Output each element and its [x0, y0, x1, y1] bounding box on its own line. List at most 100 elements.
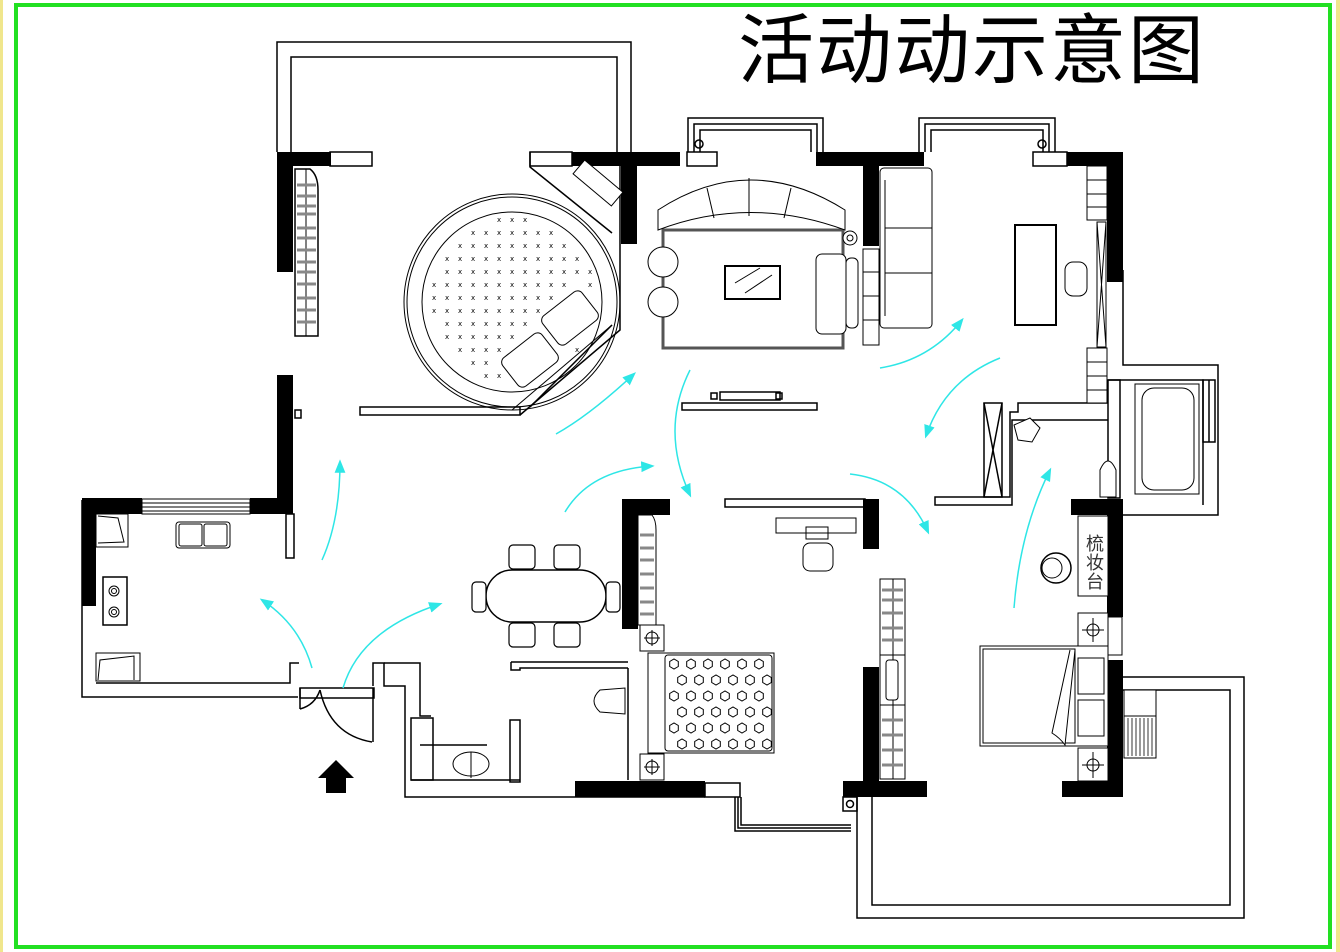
flow-arrow-master-bedroom-to-master-bathroom	[1013, 467, 1052, 609]
cushion-left	[501, 332, 559, 388]
drain-icon	[1037, 139, 1047, 149]
rug-mark: x	[575, 346, 579, 354]
dining-chair	[553, 622, 581, 648]
rug-mark: x	[497, 229, 501, 237]
burner-icon	[111, 588, 117, 594]
rug-mark: x	[536, 281, 540, 289]
rug-mark: x	[497, 294, 501, 302]
dining-chair	[471, 581, 487, 613]
pillow	[1077, 657, 1105, 695]
drain-icon	[845, 799, 855, 809]
dressing-table	[1077, 515, 1109, 597]
rug-mark: x	[471, 268, 475, 276]
bed-pattern-mark	[745, 706, 755, 718]
kitchen-sink	[175, 521, 231, 549]
tv-cabinet	[681, 402, 818, 411]
wall-segment	[843, 781, 927, 797]
edge-strip-right	[1336, 0, 1340, 952]
side-sofa-back	[845, 257, 859, 329]
bed-pattern-mark	[686, 658, 696, 670]
wall-opening-nw	[329, 151, 373, 167]
study-shelf-top	[1086, 165, 1108, 221]
rug-mark: x	[445, 255, 449, 263]
bed-pattern-mark	[677, 706, 687, 718]
sectional-sofa	[657, 179, 846, 231]
drain-icon	[694, 139, 704, 149]
bed-pattern-mark	[711, 674, 721, 686]
wardrobe-hangers	[640, 533, 654, 616]
wardrobe-second	[637, 514, 657, 626]
kitchen-fixtures	[95, 498, 251, 682]
bed-pattern-mark	[703, 722, 713, 734]
rug-mark: x	[484, 268, 488, 276]
rug-mark: x	[445, 307, 449, 315]
bay-south-outer	[734, 797, 851, 832]
rug-mark: x	[432, 281, 436, 289]
bed-pattern-mark	[686, 722, 696, 734]
tv-set	[885, 659, 899, 701]
flow-arrow-corridor-to-lounge-north	[321, 459, 346, 561]
rug-mark: x	[523, 216, 527, 224]
bed-pattern-mark	[686, 690, 696, 702]
rug-mark: x	[523, 229, 527, 237]
round-sofa	[403, 159, 624, 411]
rug-mark: x	[523, 242, 527, 250]
wall-segment	[575, 781, 705, 797]
flow-arrow-dining-to-corridor	[564, 461, 655, 513]
dressing-table-label: 梳妆台	[1083, 533, 1104, 591]
rug-mark: x	[536, 255, 540, 263]
bed-master-cover	[982, 648, 1076, 744]
rug-mark: x	[497, 320, 501, 328]
bed-pattern-mark	[669, 658, 679, 670]
rug-mark: x	[458, 268, 462, 276]
rug-mark: x	[471, 320, 475, 328]
wall-segment	[82, 498, 96, 606]
coffee-table	[724, 265, 781, 300]
rug-mark: x	[536, 294, 540, 302]
rug-mark: x	[510, 216, 514, 224]
rug-mark: x	[471, 359, 475, 367]
rug-mark: x	[510, 320, 514, 328]
guest-toilet	[593, 687, 626, 715]
rug-mark: x	[549, 294, 553, 302]
rug-mark: x	[458, 346, 462, 354]
speaker-left	[710, 392, 718, 400]
balcony-se-inner	[871, 689, 1231, 906]
balcony-se-outer	[856, 676, 1245, 919]
living-room-furniture	[647, 178, 880, 350]
small-door-swing	[299, 689, 321, 710]
rug-mark: x	[523, 255, 527, 263]
rug-mark: x	[471, 294, 475, 302]
fridge	[95, 652, 141, 682]
rug-mark: x	[523, 307, 527, 315]
bay-south-post	[704, 782, 741, 798]
lamp-icon	[842, 230, 858, 246]
wardrobe-hangers	[297, 183, 316, 324]
dining-chair	[508, 544, 536, 570]
wardrobe-hangers	[882, 588, 903, 767]
rug-mark: x	[432, 307, 436, 315]
rug-mark: x	[562, 242, 566, 250]
vanity-chair	[802, 542, 834, 572]
second-bedroom-furniture	[637, 514, 906, 781]
bed-pattern-mark	[754, 722, 764, 734]
bed-pattern-mark	[754, 658, 764, 670]
main-door-swing	[319, 689, 373, 743]
rug-mark: x	[536, 307, 540, 315]
bed-pattern-mark	[728, 706, 738, 718]
sink-bowl-right	[203, 523, 228, 547]
bed-pattern-mark	[737, 658, 747, 670]
rug-mark: x	[471, 307, 475, 315]
rug-mark: x	[458, 242, 462, 250]
flow-arrow-entrance-to-dining	[342, 602, 443, 689]
rug-mark: x	[510, 281, 514, 289]
dining-chair	[508, 622, 536, 648]
rug-mark: x	[471, 281, 475, 289]
study-bay-outer	[918, 117, 1056, 152]
bed-second-cover	[664, 654, 773, 752]
coffee-table-glass-line	[734, 267, 761, 284]
rug-mark: x	[484, 320, 488, 328]
living-bay-mid	[693, 123, 818, 152]
edge-strip-left	[0, 0, 3, 952]
